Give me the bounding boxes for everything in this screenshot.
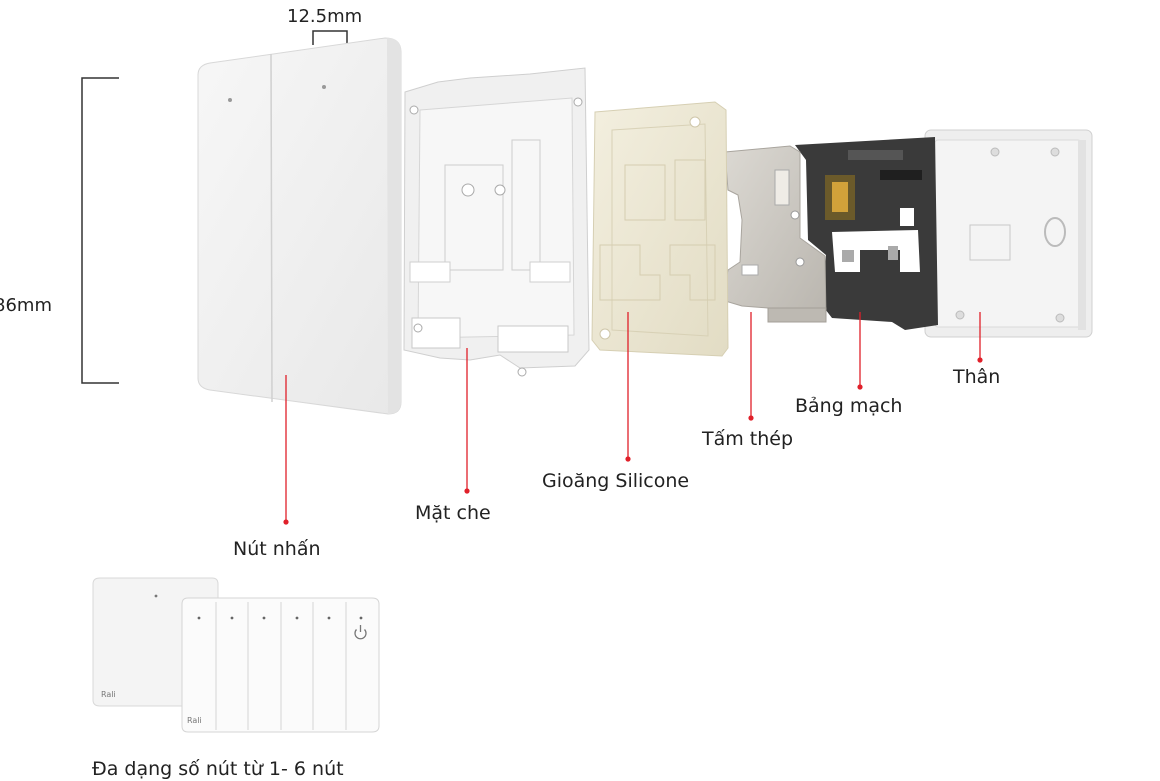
variant-six-panel [181, 597, 380, 733]
label-gioang-silicone: Gioăng Silicone [542, 470, 690, 492]
label-mat-che: Mặt che [415, 502, 491, 524]
gioang-silicone-part [591, 101, 729, 357]
leader-mat-che [464, 348, 470, 494]
height-dimension-label: 86mm [0, 295, 52, 316]
label-bang-mach: Bảng mạch [795, 395, 903, 417]
width-dimension-label: 12.5mm [287, 6, 363, 27]
label-than: Thân [953, 366, 1001, 388]
height-dimension [81, 77, 119, 384]
brand-logo-six: Rali [187, 716, 202, 725]
leader-bang-mach [857, 312, 863, 390]
variants-caption: Đa dạng số nút từ 1- 6 nút [92, 758, 344, 780]
label-nut-nhan: Nút nhấn [233, 538, 321, 560]
mat-che-part [403, 67, 590, 377]
leader-nut-nhan [283, 375, 289, 525]
leader-than [977, 312, 983, 363]
power-icon [354, 625, 367, 640]
label-tam-thep: Tấm thép [702, 428, 794, 450]
leader-tam-thep [748, 312, 754, 421]
brand-logo-single: Rali [101, 690, 116, 699]
width-dimension [312, 30, 348, 45]
bang-mach-part [795, 137, 938, 330]
nut-nhan-part [197, 37, 402, 415]
than-part [924, 129, 1093, 338]
leader-gioang-silicone [625, 312, 631, 462]
tam-thep-part [721, 145, 827, 323]
